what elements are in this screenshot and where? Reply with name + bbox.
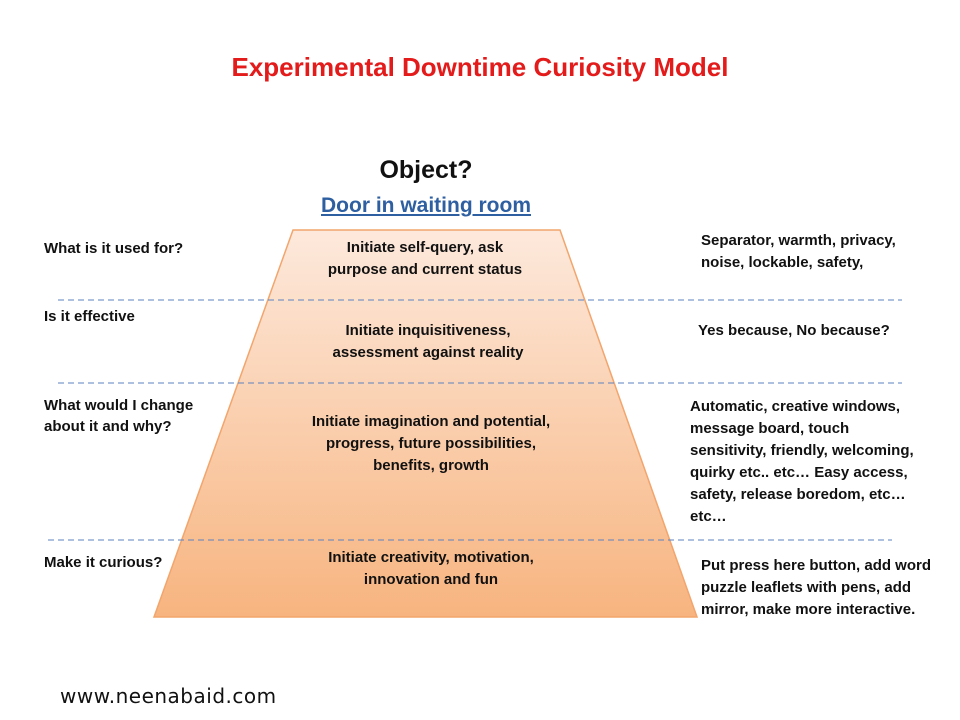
footer-url: www.neenabaid.com: [60, 684, 277, 708]
answer-curious: Put press here button, add word puzzle l…: [701, 557, 932, 618]
level-3-text: Initiate imagination and potential, prog…: [311, 413, 551, 474]
pyramid-trapezoid: [152, 229, 699, 618]
level-1-text: Initiate self-query, ask purpose and cur…: [327, 239, 523, 278]
level-4-text: Initiate creativity, motivation, innovat…: [328, 549, 534, 588]
answer-effective: Yes because, No because?: [698, 322, 890, 339]
question-curious: Make it curious?: [44, 554, 163, 571]
question-change: What would I change about it and why?: [44, 397, 194, 435]
object-heading: Object?: [379, 156, 473, 184]
object-subject: Door in waiting room: [321, 194, 531, 217]
answer-change: Automatic, creative windows, message boa…: [690, 398, 914, 525]
question-used-for: What is it used for?: [44, 240, 184, 257]
answer-used-for: Separator, warmth, privacy, noise, locka…: [701, 232, 896, 271]
question-effective: Is it effective: [44, 308, 135, 325]
diagram-title: Experimental Downtime Curiosity Model: [231, 52, 729, 82]
level-2-text: Initiate inquisitiveness, assessment aga…: [332, 322, 524, 361]
